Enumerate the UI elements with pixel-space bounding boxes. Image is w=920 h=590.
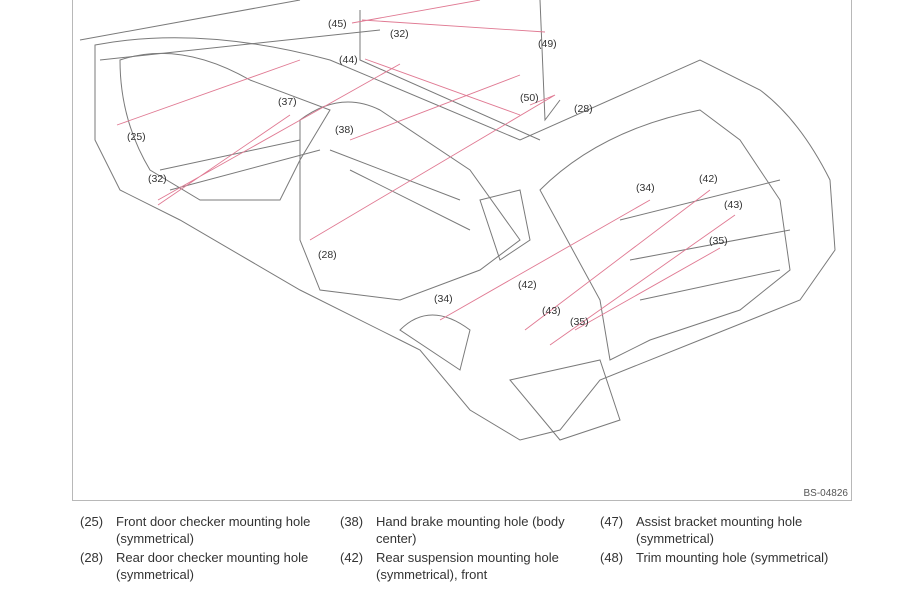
callout-37: (37): [278, 96, 297, 108]
legend-item: (25)Front door checker mounting hole (sy…: [80, 514, 311, 546]
callout-42: (42): [699, 173, 718, 185]
legend-column: (25)Front door checker mounting hole (sy…: [80, 513, 340, 585]
leader-lines: [116, 0, 736, 346]
legend-column: (47)Assist bracket mounting hole (symmet…: [600, 513, 860, 568]
legend-item: (28)Rear door checker mounting hole (sym…: [80, 550, 309, 582]
callout-25: (25): [127, 131, 146, 143]
callout-32: (32): [390, 28, 409, 40]
callout-43: (43): [542, 305, 561, 317]
legend-item: (47)Assist bracket mounting hole (symmet…: [600, 514, 803, 546]
callout-labels: (45) (32) (49) (44) (37) (50) (28) (25) …: [127, 18, 743, 328]
callout-35: (35): [709, 235, 728, 247]
body-lineart: [79, 0, 836, 441]
callout-32: (32): [148, 173, 167, 185]
callout-42: (42): [518, 279, 537, 291]
car-body-diagram: (45) (32) (49) (44) (37) (50) (28) (25) …: [79, 0, 836, 441]
legend-item: (42)Rear suspension mounting hole (symme…: [340, 550, 559, 582]
legend-item: (38)Hand brake mounting hole (body cente…: [340, 514, 565, 546]
callout-44: (44): [339, 54, 358, 66]
callout-35: (35): [570, 316, 589, 328]
callout-28: (28): [318, 249, 337, 261]
callout-49: (49): [538, 38, 557, 50]
diagram-frame: [72, 0, 852, 501]
legend-item: (48)Trim mounting hole (symmetrical): [600, 550, 829, 565]
callout-38: (38): [335, 124, 354, 136]
callout-34: (34): [434, 293, 453, 305]
callout-28: (28): [574, 103, 593, 115]
callout-50: (50): [520, 92, 539, 104]
callout-43: (43): [724, 199, 743, 211]
callout-45: (45): [328, 18, 347, 30]
legend-column: (38)Hand brake mounting hole (body cente…: [340, 513, 600, 585]
callout-34: (34): [636, 182, 655, 194]
figure-id: BS-04826: [803, 488, 848, 499]
